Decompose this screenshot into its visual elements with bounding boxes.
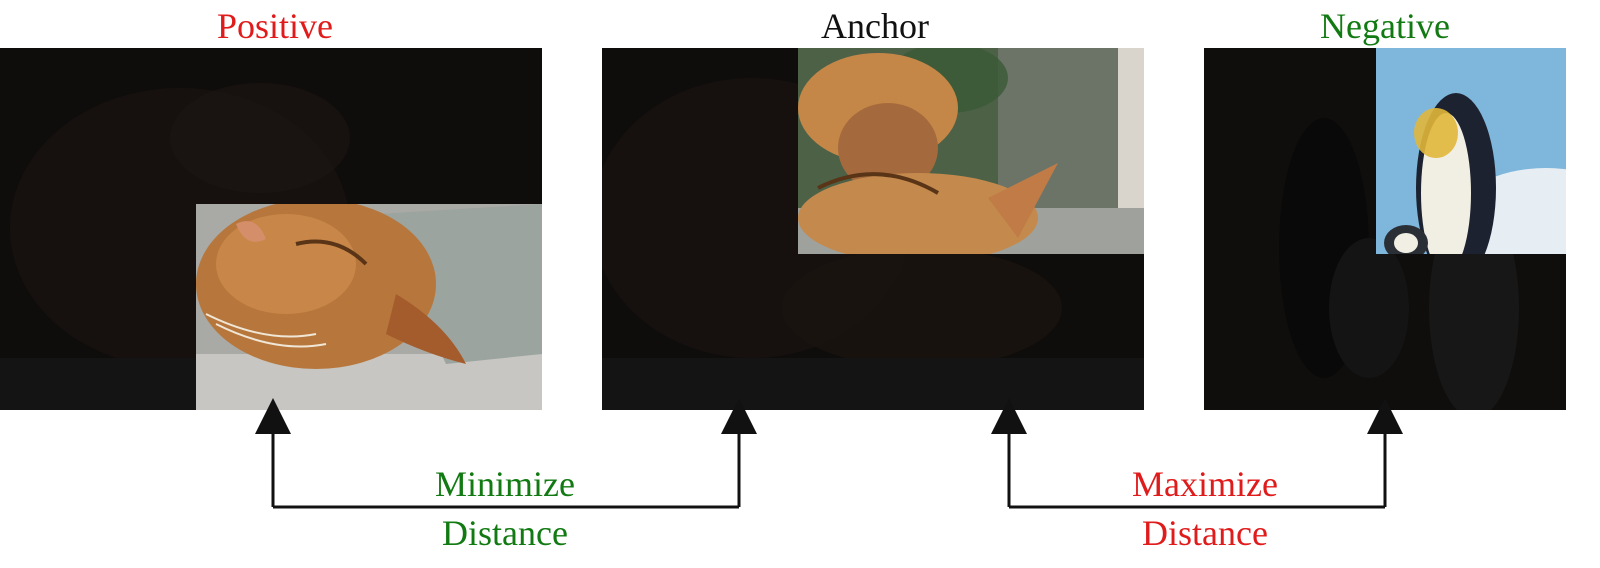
maximize-label-line2: Distance <box>1142 513 1268 553</box>
negative-visible-crop <box>1376 48 1566 254</box>
anchor-image <box>602 48 1144 410</box>
minimize-label-line2: Distance <box>442 513 568 553</box>
negative-image <box>1204 48 1566 410</box>
negative-label: Negative <box>1320 6 1450 46</box>
positive-image <box>0 48 542 410</box>
anchor-visible-crop <box>798 48 1144 254</box>
positive-label: Positive <box>216 6 333 46</box>
positive-visible-crop <box>196 204 542 410</box>
minimize-label-line1: Minimize <box>435 464 575 504</box>
anchor-label: Anchor <box>821 6 929 46</box>
maximize-label-line1: Maximize <box>1132 464 1278 504</box>
